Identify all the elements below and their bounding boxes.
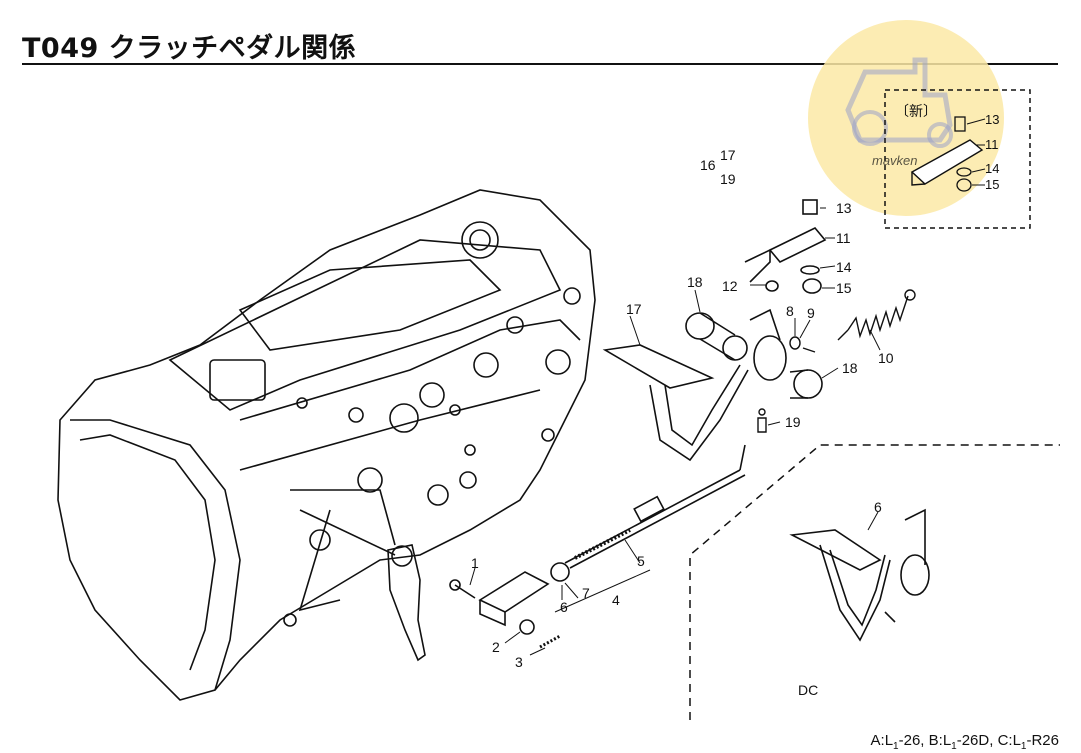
inset-new-part-box: 〔新〕 [884, 89, 1031, 229]
inset-new-badge: 〔新〕 [895, 103, 937, 119]
clutch-rod [564, 444, 746, 569]
label-10: 10 [878, 350, 894, 366]
label-9: 9 [807, 305, 815, 321]
clevis-yoke [449, 562, 570, 649]
label-2: 2 [492, 639, 500, 655]
label-14: 14 [836, 259, 852, 275]
label-4: 4 [612, 592, 620, 608]
label-19a: 19 [720, 171, 736, 187]
inset-label-11: 11 [985, 137, 999, 152]
label-5: 5 [637, 553, 645, 569]
watermark-text: mavken [872, 153, 918, 168]
label-13: 13 [836, 200, 852, 216]
label-7: 7 [582, 585, 590, 601]
label-11: 11 [836, 230, 851, 246]
label-1: 1 [471, 555, 479, 571]
label-6: 6 [560, 599, 568, 615]
dc-pedal [789, 508, 930, 642]
return-spring [837, 289, 916, 341]
transmission-housing [57, 189, 596, 701]
model-applicability-note: A:L1-26, B:L1-26D, C:L1-R26 [870, 732, 1059, 752]
label-18b: 18 [842, 360, 858, 376]
label-8: 8 [786, 303, 794, 319]
label-19: 19 [785, 414, 801, 430]
page-title: T049 クラッチペダル関係 [22, 33, 357, 64]
dc-label-6: 6 [874, 499, 882, 515]
clutch-release-arm [299, 509, 426, 662]
watermark-logo: mavken [808, 20, 1004, 216]
dc-label: DC [798, 682, 818, 698]
label-12: 12 [722, 278, 738, 294]
clutch-pedal [602, 308, 787, 462]
label-15: 15 [836, 280, 852, 296]
pedal-bracket [744, 199, 827, 294]
leader-lines [469, 207, 881, 656]
label-3: 3 [515, 654, 523, 670]
part-labels: 1 2 3 4 5 6 7 8 9 10 11 12 13 14 15 16 1… [471, 112, 999, 698]
bushings [685, 312, 823, 399]
small-fittings [757, 336, 816, 433]
label-16: 16 [700, 157, 716, 173]
dc-variant-region [689, 444, 1060, 720]
label-17a: 17 [720, 147, 736, 163]
inset-label-13: 13 [985, 112, 999, 127]
inset-label-15: 15 [985, 177, 999, 192]
title-divider [22, 63, 1058, 65]
label-18a: 18 [687, 274, 703, 290]
inset-label-14: 14 [985, 161, 999, 176]
label-17: 17 [626, 301, 642, 317]
